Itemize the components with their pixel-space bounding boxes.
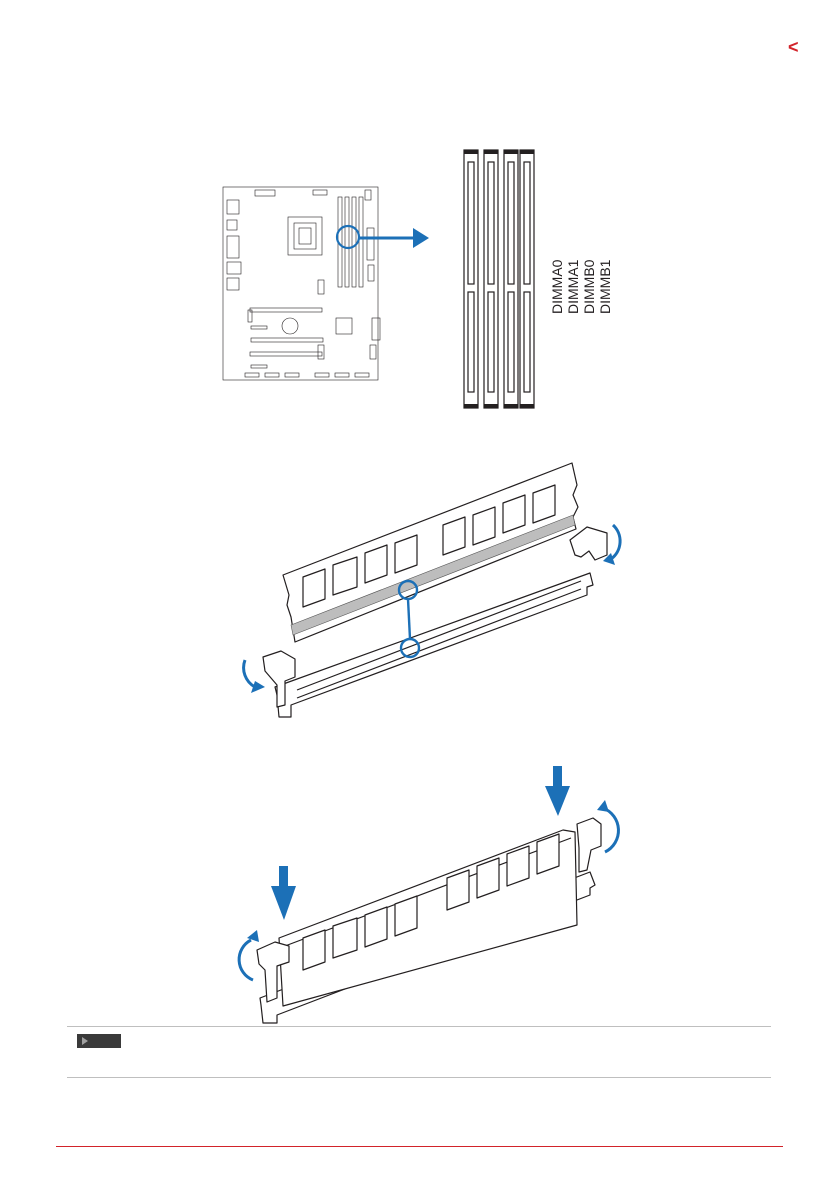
note-tag <box>77 1034 121 1048</box>
note-play-icon <box>82 1037 88 1045</box>
note-top-rule <box>67 1026 771 1027</box>
note-bottom-rule <box>67 1077 771 1078</box>
dimm-slot-labels: DIMMA0 DIMMA1 DIMMB0 DIMMB1 <box>548 230 638 320</box>
dimm-label-a0: DIMMA0 <box>549 259 565 314</box>
dimm-label-a1: DIMMA1 <box>565 259 581 314</box>
dimm-unlock-diagram <box>215 455 635 730</box>
footer-rule <box>56 1146 783 1147</box>
dimm-label-b1: DIMMB1 <box>597 259 613 314</box>
back-arrow-icon[interactable]: < <box>788 38 799 56</box>
dimm-label-b0: DIMMB0 <box>581 259 597 314</box>
dimm-insert-diagram <box>215 760 635 1025</box>
